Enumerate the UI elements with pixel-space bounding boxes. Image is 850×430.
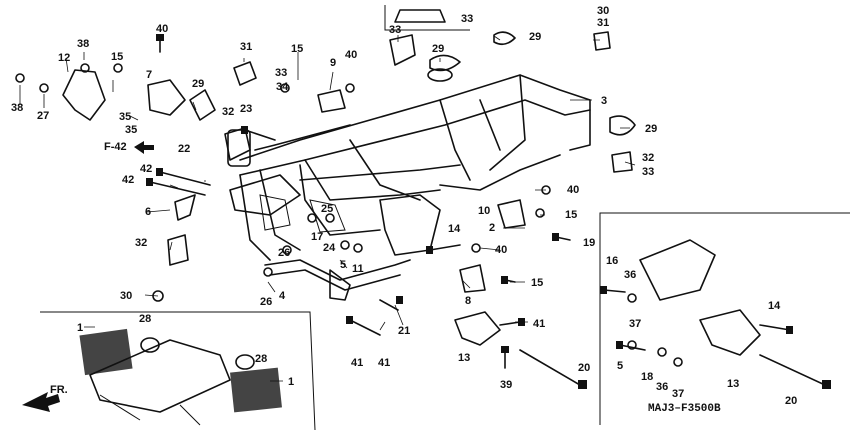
callout-15: 15 (531, 277, 543, 289)
main-frame (227, 74, 591, 301)
callout-29: 29 (432, 43, 444, 55)
callout-40: 40 (495, 244, 507, 256)
callout-40: 40 (345, 49, 357, 61)
callout-11: 11 (352, 263, 364, 275)
leader-lines (19, 35, 636, 382)
callout-26: 26 (260, 296, 272, 308)
parts (15, 9, 831, 426)
nut-group (15, 63, 683, 367)
callout-19: 19 (583, 237, 595, 249)
callout-33: 33 (275, 67, 287, 79)
callout-33: 33 (461, 13, 473, 25)
callout-8: 8 (465, 295, 471, 307)
callout-29: 29 (645, 123, 657, 135)
callout-40: 40 (567, 184, 579, 196)
callout-36: 36 (624, 269, 636, 281)
reference-code: MAJ3–F3500B (648, 403, 721, 415)
callout-15: 15 (565, 209, 577, 221)
callout-15: 15 (111, 51, 123, 63)
callout-41: 41 (378, 357, 390, 369)
ring-group (140, 68, 453, 370)
callout-6: 6 (145, 206, 151, 218)
callout-24: 24 (323, 242, 336, 254)
callout-30: 30 (120, 290, 132, 302)
callout-28: 28 (255, 353, 267, 365)
front-direction-arrow: FR. (22, 384, 68, 412)
callout-30: 30 (597, 5, 609, 17)
bracket-group (62, 9, 761, 356)
callout-33: 33 (389, 24, 401, 36)
callout-41: 41 (351, 357, 363, 369)
callout-9: 9 (330, 57, 336, 69)
callout-26: 26 (278, 247, 290, 259)
callout-35: 35 (125, 124, 137, 136)
callout-25: 25 (321, 203, 333, 215)
callout-16: 16 (606, 255, 618, 267)
callout-40: 40 (156, 23, 168, 35)
callout-1: 1 (77, 322, 83, 334)
callout-2: 2 (489, 222, 495, 234)
callout-4: 4 (279, 290, 286, 302)
callout-7: 7 (146, 69, 152, 81)
callout-34: 34 (276, 81, 289, 93)
callout-38: 38 (11, 102, 23, 114)
callout-13: 13 (458, 352, 470, 364)
callout-29: 29 (529, 31, 541, 43)
callout-21: 21 (398, 325, 410, 337)
callout-23: 23 (240, 103, 252, 115)
callout-37: 37 (629, 318, 641, 330)
callout-12: 12 (58, 52, 70, 64)
reference-marker: F-42 (104, 141, 154, 154)
callout-15: 15 (291, 43, 303, 55)
callout-5: 5 (340, 259, 346, 271)
callout-38: 38 (77, 38, 89, 50)
callout-labels: 1 1 2 3 4 5 5 6 7 8 9 10 11 12 13 13 14 … (11, 5, 797, 407)
callout-42: 42 (122, 174, 134, 186)
inset-box-lines (40, 5, 850, 430)
callout-5: 5 (617, 360, 623, 372)
callout-31: 31 (597, 17, 609, 29)
callout-32: 32 (642, 152, 654, 164)
callout-41: 41 (533, 318, 545, 330)
callout-1: 1 (288, 376, 294, 388)
callout-32: 32 (222, 106, 234, 118)
ref-marker-label: F-42 (104, 141, 127, 153)
callout-22: 22 (178, 143, 190, 155)
callout-14: 14 (448, 223, 461, 235)
callout-20: 20 (578, 362, 590, 374)
front-marker-label: FR. (50, 384, 68, 396)
callout-39: 39 (500, 379, 512, 391)
callout-37: 37 (672, 388, 684, 400)
callout-35: 35 (119, 111, 131, 123)
callout-42: 42 (140, 163, 152, 175)
callout-13: 13 (727, 378, 739, 390)
callout-32: 32 (135, 237, 147, 249)
callout-27: 27 (37, 110, 49, 122)
callout-10: 10 (478, 205, 490, 217)
callout-29: 29 (192, 78, 204, 90)
callout-3: 3 (601, 95, 607, 107)
callout-36: 36 (656, 381, 668, 393)
callout-28: 28 (139, 313, 151, 325)
callout-18: 18 (641, 371, 653, 383)
callout-17: 17 (311, 231, 323, 243)
inset-parts (79, 328, 282, 426)
callout-33: 33 (642, 166, 654, 178)
callout-20: 20 (785, 395, 797, 407)
callout-14: 14 (768, 300, 781, 312)
callout-31: 31 (240, 41, 252, 53)
